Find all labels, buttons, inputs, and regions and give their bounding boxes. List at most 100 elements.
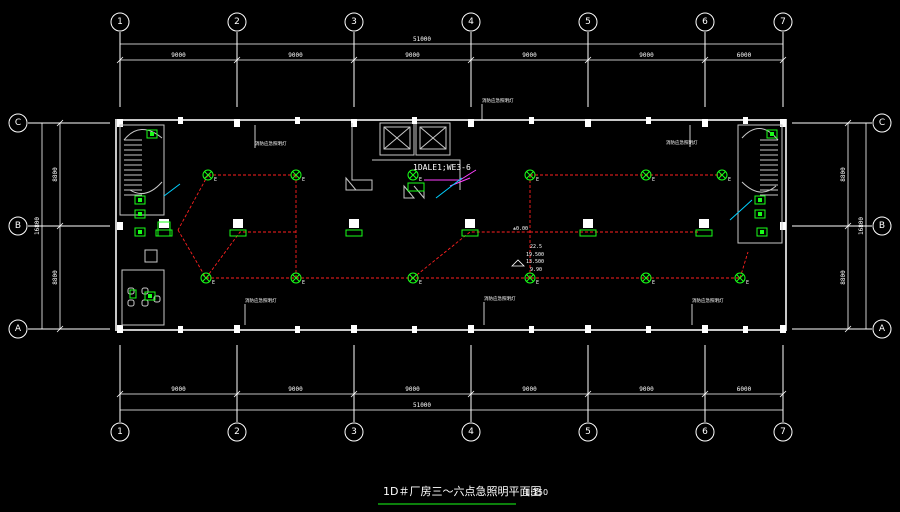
emergency-lamp: E xyxy=(407,272,422,286)
lamp-ring xyxy=(202,169,214,181)
lamp-cross xyxy=(292,171,300,179)
wall-pier xyxy=(646,326,651,333)
panel-label: 1DALE1;WE3-6 xyxy=(413,163,471,172)
structural-column xyxy=(585,119,591,127)
structural-column xyxy=(468,325,474,333)
top-dim-tick xyxy=(467,56,475,64)
lamp-cross xyxy=(526,274,534,282)
structural-column xyxy=(234,325,240,333)
axis-label-bottom-5: 5 xyxy=(585,427,591,437)
annotation-note_bottom_center: 消防应急照明灯 xyxy=(484,295,516,302)
lamp-cross xyxy=(642,171,650,179)
wall-pier xyxy=(178,117,183,124)
fixture-base xyxy=(579,229,597,237)
door-swing xyxy=(345,176,358,191)
fixture-body xyxy=(349,219,359,228)
axis-label-right-C: C xyxy=(879,118,885,128)
exit-sign-core xyxy=(148,294,152,298)
structural-column xyxy=(351,325,357,333)
structural-column xyxy=(780,119,786,127)
wall-pier xyxy=(646,117,651,124)
axis-label-top-5: 5 xyxy=(585,17,591,27)
stair-arc xyxy=(129,181,163,195)
structural-column xyxy=(468,119,474,127)
shaft xyxy=(144,249,158,263)
wall-layer xyxy=(115,117,787,333)
wall-pier xyxy=(743,117,748,124)
lamp-tag: E xyxy=(746,280,749,286)
lamp-ring xyxy=(640,272,652,284)
bottom-dim-span-label: 9000 xyxy=(639,386,654,393)
axis-label-top-2: 2 xyxy=(234,17,240,27)
lamp-ring xyxy=(200,272,212,284)
stair-arc xyxy=(741,181,777,193)
elevator-cross xyxy=(383,126,411,150)
lamp-cross xyxy=(204,171,212,179)
lamp-ring xyxy=(524,272,536,284)
annotation-note_top_left: 消防应急照明灯 xyxy=(255,140,287,147)
elevation-1: 22.5 xyxy=(530,244,542,250)
axis-bubble-bottom-2 xyxy=(227,422,247,442)
lamp-ring xyxy=(407,169,419,181)
left-dim-tick xyxy=(56,325,64,333)
riser-feed xyxy=(163,183,181,197)
exit-sign xyxy=(134,195,146,205)
exit-sign xyxy=(766,129,778,139)
bottom-dim-tick xyxy=(779,390,787,398)
riser-feed xyxy=(729,199,753,221)
axis-bubble-bottom-6 xyxy=(695,422,715,442)
axis-bubble-top-5 xyxy=(578,12,598,32)
lamp-tag: E xyxy=(302,280,305,286)
bottom-dim-span-label: 9000 xyxy=(405,386,420,393)
axis-bubble-right-A xyxy=(872,319,892,339)
exit-sign xyxy=(146,129,158,139)
axis-label-bottom-1: 1 xyxy=(117,427,123,437)
bottom-dim-tick xyxy=(350,390,358,398)
axis-label-top-1: 1 xyxy=(117,17,123,27)
bottom-dim-tick xyxy=(701,390,709,398)
axis-bubble-bottom-3 xyxy=(344,422,364,442)
elevation-3: 13.500 xyxy=(526,259,544,265)
emergency-lamp: E xyxy=(200,272,215,286)
wiring-layer xyxy=(177,174,749,279)
elevator-car xyxy=(419,126,447,150)
exit-sign-core xyxy=(758,198,762,202)
restroom-fixture xyxy=(127,287,135,295)
emergency-lamp: E xyxy=(524,169,539,183)
elevation-note: ±0.00 xyxy=(513,226,528,232)
structural-column xyxy=(702,325,708,333)
axis-label-top-3: 3 xyxy=(351,17,357,27)
lamp-ring xyxy=(290,272,302,284)
top-dim-tick xyxy=(116,56,124,64)
structural-column xyxy=(351,119,357,127)
fixture-body xyxy=(159,219,169,228)
bottom-dim-span-label: 9000 xyxy=(288,386,303,393)
fixture-body xyxy=(699,219,709,228)
top-dim-span-label: 9000 xyxy=(171,52,186,59)
door-swing xyxy=(413,185,425,200)
lamp-tag: E xyxy=(728,177,731,183)
wall-pier xyxy=(743,326,748,333)
door-swing xyxy=(403,184,416,199)
lamp-tag: E xyxy=(302,177,305,183)
wall-pier xyxy=(178,326,183,333)
axis-label-bottom-3: 3 xyxy=(351,427,357,437)
lamp-cross xyxy=(526,171,534,179)
lamp-ring xyxy=(407,272,419,284)
left-dim-tick xyxy=(56,222,64,230)
annotation-note_top_right: 消防应急照明灯 xyxy=(666,139,698,146)
bottom-dim-tick xyxy=(116,390,124,398)
core-wall xyxy=(351,123,373,191)
emergency-lamp: E xyxy=(202,169,217,183)
fixture-body xyxy=(465,219,475,228)
axis-bubble-top-2 xyxy=(227,12,247,32)
structural-column xyxy=(117,222,123,230)
axis-label-right-A: A xyxy=(879,324,886,334)
panel-box xyxy=(407,182,425,192)
bottom-dim-span-label: 9000 xyxy=(171,386,186,393)
axis-bubble-left-A xyxy=(8,319,28,339)
top-dim-tick xyxy=(233,56,241,64)
lamp-cross xyxy=(642,274,650,282)
